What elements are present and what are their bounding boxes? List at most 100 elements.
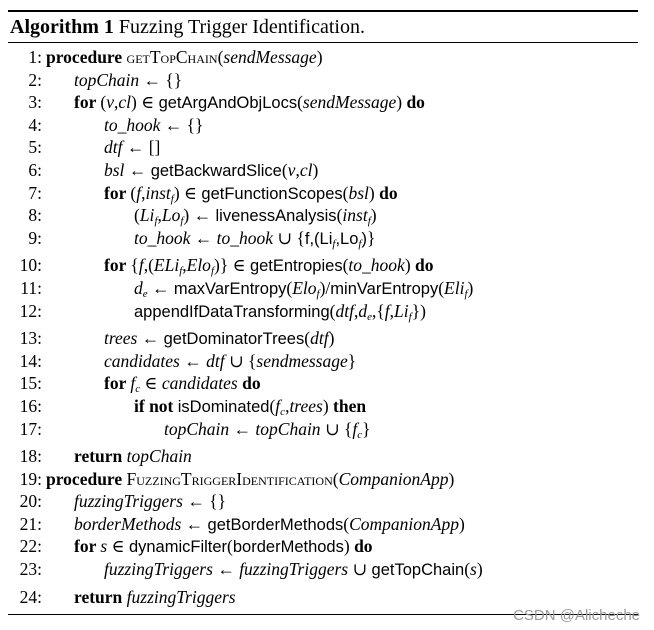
code-token: d xyxy=(358,300,368,321)
line-number: 3: xyxy=(28,92,42,113)
code-token: ,Lo xyxy=(335,229,359,248)
algorithm-line: 22:for s ∈ dynamicFilter(borderMethods) … xyxy=(8,535,638,558)
code-token: to_hook xyxy=(104,114,161,135)
code-token: to_hook xyxy=(216,227,274,248)
code-token: f xyxy=(136,182,142,203)
line-number: 23: xyxy=(19,559,42,580)
line-code: fuzzingTriggers ← {} xyxy=(74,490,226,513)
code-token: f xyxy=(332,237,336,250)
code-token: c xyxy=(135,383,141,396)
code-token: ∈ xyxy=(140,373,162,394)
code-token: f xyxy=(408,310,412,323)
code-token: v xyxy=(287,159,296,180)
code-token: f xyxy=(210,265,214,278)
code-token: ( xyxy=(281,159,288,180)
code-token: ) xyxy=(458,513,465,534)
code-token: for xyxy=(104,255,131,276)
code-token: )/ xyxy=(319,277,331,298)
code-token: for xyxy=(74,92,101,113)
line-code: for {f,(ELif,Elof)} ∈ getEntropies(to_ho… xyxy=(104,254,434,278)
code-token: } xyxy=(347,350,357,371)
code-token: borderMethods xyxy=(74,513,182,534)
code-token: candidates xyxy=(161,373,238,394)
line-code: topChain ← topChain ∪ {fc} xyxy=(164,418,371,441)
code-token: do xyxy=(415,255,434,276)
algorithm-box: Algorithm 1 Fuzzing Trigger Identificati… xyxy=(8,10,638,616)
code-token: sendmessage xyxy=(256,350,348,371)
code-token: ) xyxy=(448,468,455,489)
algorithm-line: 9:to_hook ← to_hook ∪ {f,(Lif,Lof)} xyxy=(8,227,638,250)
line-number: 21: xyxy=(19,513,42,534)
algorithm-line: 5:dtf ← [] xyxy=(8,136,638,159)
line-code: fuzzingTriggers ← fuzzingTriggers ∪ getT… xyxy=(104,558,483,582)
line-code: (Lif,Lof) ← livenessAnalysis(instf) xyxy=(134,204,377,228)
line-code: trees ← getDominatorTrees(dtf) xyxy=(104,327,334,351)
code-token: Lo xyxy=(161,205,181,226)
code-token: return xyxy=(74,586,127,607)
line-code: candidates ← dtf ∪ {sendmessage} xyxy=(104,350,356,373)
line-code: to_hook ← {} xyxy=(104,114,203,137)
code-token: return xyxy=(74,446,127,467)
code-token: f xyxy=(352,418,358,439)
code-token: f xyxy=(384,300,390,321)
line-code: return topChain xyxy=(74,445,192,468)
code-token: ∪ { xyxy=(224,350,257,371)
code-token: dtf xyxy=(104,137,123,158)
code-token: sendMessage xyxy=(223,47,317,67)
code-token: ← [] xyxy=(122,137,161,158)
code-token: CompanionApp xyxy=(338,468,449,489)
code-token: f xyxy=(130,373,136,394)
code-token: ( xyxy=(304,328,311,349)
code-token: f xyxy=(316,287,320,300)
line-number: 4: xyxy=(28,114,42,135)
code-token: fuzzingTriggers xyxy=(126,586,236,607)
algorithm-line: 23: fuzzingTriggers ← fuzzingTriggers ∪ g… xyxy=(8,558,638,581)
code-token: , xyxy=(182,255,187,276)
line-number: 7: xyxy=(28,182,42,203)
algorithm-line: 13:trees ← getDominatorTrees(dtf) xyxy=(8,327,638,350)
line-number: 16: xyxy=(19,395,42,416)
line-number: 20: xyxy=(19,491,42,512)
code-token: ) xyxy=(343,536,355,557)
code-token: }) xyxy=(411,300,426,321)
code-token: ∈ xyxy=(107,536,129,557)
line-number: 11: xyxy=(20,277,42,298)
code-token: ( xyxy=(438,277,445,298)
code-token: fuzzingTriggers xyxy=(104,559,213,580)
code-token: fuzzingTriggers xyxy=(239,559,349,580)
code-token: } xyxy=(362,418,371,439)
line-number: 18: xyxy=(19,446,42,467)
code-token: appendIfDataTransforming xyxy=(134,302,330,321)
code-token: ( xyxy=(343,513,350,534)
code-token: s xyxy=(100,536,108,557)
code-token: ← xyxy=(229,418,256,439)
algorithm-line: 21:borderMethods ← getBorderMethods(Comp… xyxy=(8,513,638,536)
code-token: ← xyxy=(181,513,208,534)
code-token: topChain xyxy=(74,69,140,90)
code-token: if not xyxy=(134,395,178,416)
code-token: trees xyxy=(289,395,323,416)
code-token: Elo xyxy=(186,255,211,276)
code-token: ELi xyxy=(153,255,180,276)
code-token: ∪ { xyxy=(273,227,305,248)
code-token: ) xyxy=(316,47,323,67)
line-code: return fuzzingTriggers xyxy=(74,586,236,609)
code-token: f xyxy=(367,215,371,228)
line-code: topChain ← {} xyxy=(74,69,182,92)
code-token: do xyxy=(379,182,398,203)
algorithm-lines: 1:procedure getTopChain(sendMessage)2:to… xyxy=(8,43,638,608)
code-token: ( xyxy=(269,395,276,416)
code-token: f xyxy=(179,265,183,278)
code-token: cl xyxy=(118,92,132,113)
code-token: isDominated xyxy=(177,397,270,416)
code-token: )} ∈ xyxy=(214,255,250,276)
code-token: , xyxy=(114,92,119,113)
code-token: livenessAnalysis xyxy=(215,207,337,226)
code-token: ( xyxy=(336,205,343,226)
algorithm-line: 19:procedure FuzzingTriggerIdentificatio… xyxy=(8,468,638,491)
code-token: ( xyxy=(130,182,137,203)
code-token: ) xyxy=(328,328,335,349)
code-token: ( xyxy=(217,47,224,67)
code-token: for xyxy=(104,182,131,203)
code-token: , xyxy=(285,395,290,416)
